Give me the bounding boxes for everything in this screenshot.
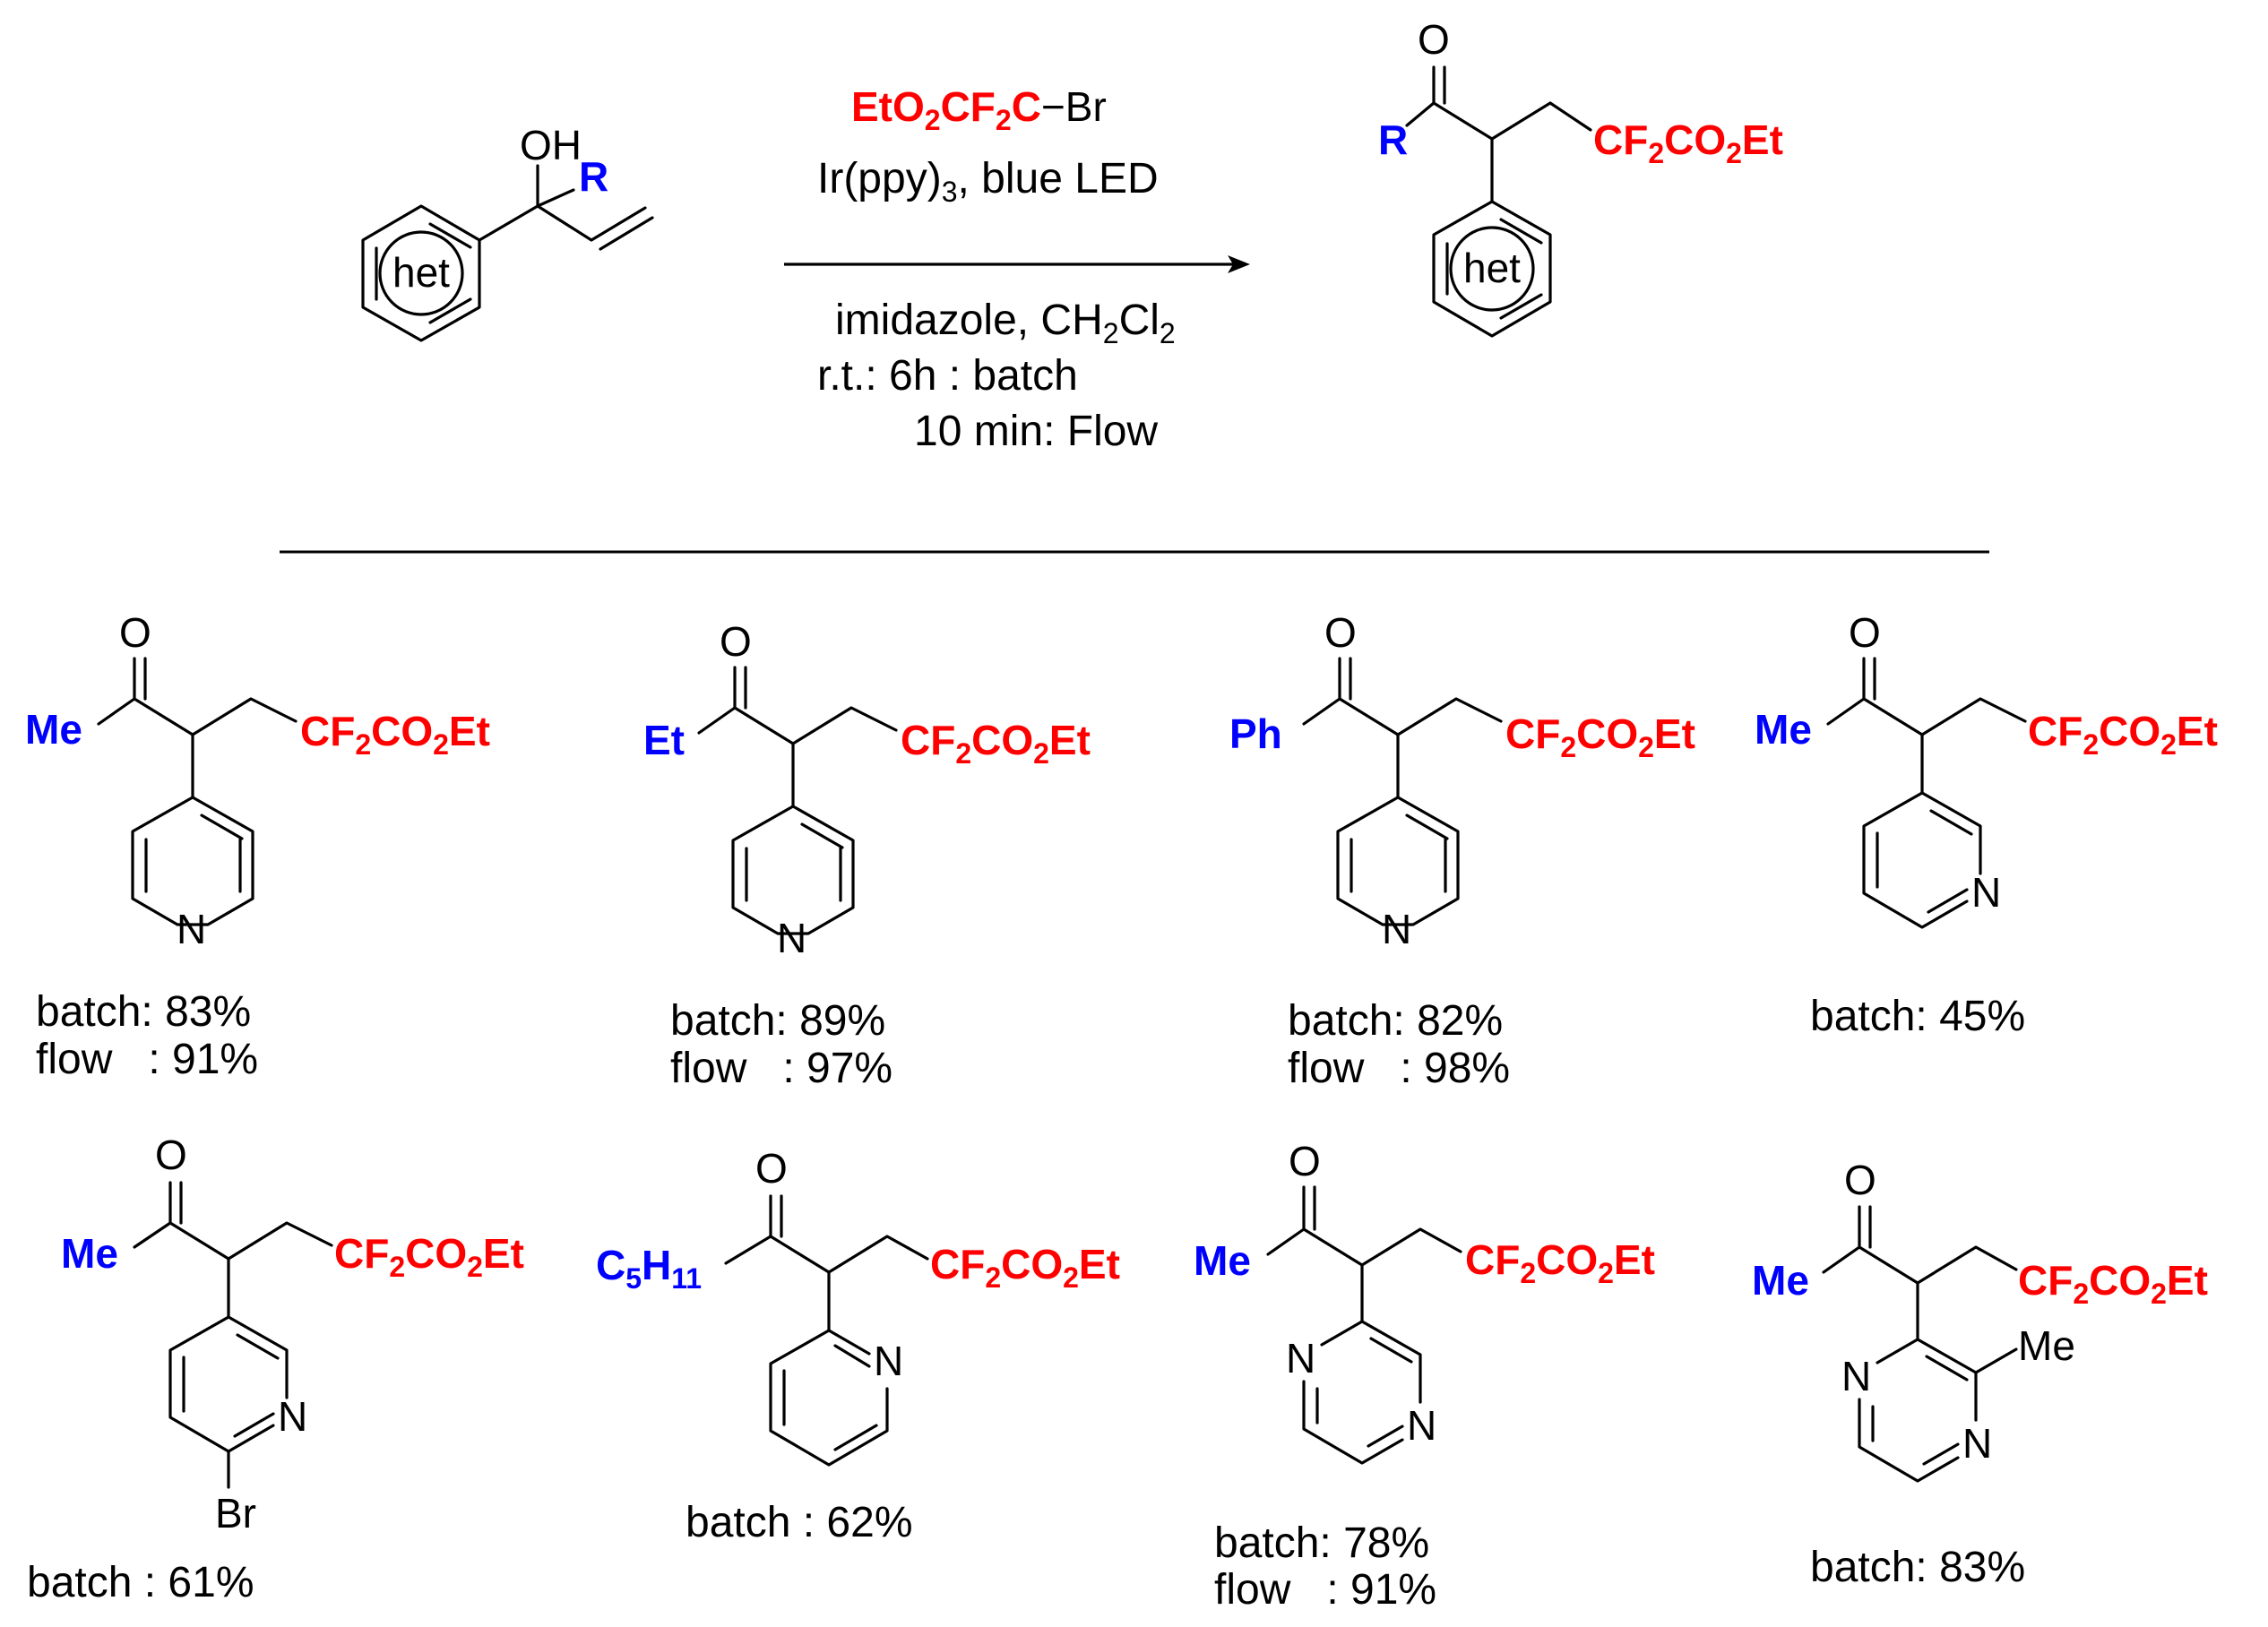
product-general: R O CF2CO2Et het <box>1378 16 1783 338</box>
example-2: Et O CF2CO2Et N batch: 89% flow : 97% <box>643 618 1091 1092</box>
example-7-ester: CF2CO2Et <box>1465 1236 1655 1289</box>
example-4-nitrogen: N <box>1971 869 2001 916</box>
example-7-oxygen: O <box>1289 1138 1321 1184</box>
conditions-line-3: 10 min: Flow <box>914 408 1158 455</box>
example-4-yield-batch: batch: 45% <box>1810 993 2025 1040</box>
r-group-label: R <box>579 153 608 200</box>
example-5-bromine: Br <box>215 1490 256 1537</box>
example-3-r: Ph <box>1229 710 1282 757</box>
example-4: Me O CF2CO2Et N batch: 45% <box>1755 609 2218 1040</box>
example-2-yield-flow: flow : 97% <box>670 1045 893 1092</box>
example-7-yield-flow: flow : 91% <box>1214 1566 1436 1614</box>
example-5-nitrogen: N <box>278 1393 307 1440</box>
example-2-oxygen: O <box>720 618 752 665</box>
example-6-r: C5H11 <box>596 1242 702 1295</box>
example-7-nitrogen-1: N <box>1286 1335 1315 1382</box>
example-1-yield-batch: batch: 83% <box>36 988 251 1036</box>
example-2-yield-batch: batch: 89% <box>670 997 885 1045</box>
example-1: Me O CF2CO2Et N batch: 83% flow : 91% <box>25 609 490 1083</box>
example-2-nitrogen: N <box>777 915 806 961</box>
example-8-nitrogen-1: N <box>1841 1353 1871 1399</box>
example-3-yield-flow: flow : 98% <box>1288 1045 1510 1092</box>
reaction-conditions: EtO2CF2C−Br Ir(ppy)3, blue LED imidazole… <box>784 83 1250 455</box>
conditions-line-1: imidazole, CH2Cl2 <box>835 297 1176 349</box>
example-1-yield-flow: flow : 91% <box>36 1036 258 1083</box>
example-8-methyl: Me <box>2018 1322 2075 1369</box>
catalyst-line: Ir(ppy)3, blue LED <box>817 155 1159 208</box>
example-8: Me O CF2CO2Et Me N N batch: 83% <box>1752 1157 2208 1591</box>
example-1-ester: CF2CO2Et <box>300 708 490 761</box>
example-3-nitrogen: N <box>1382 906 1411 952</box>
example-1-r: Me <box>25 706 82 753</box>
example-8-oxygen: O <box>1844 1157 1876 1203</box>
example-5-ester: CF2CO2Et <box>334 1230 524 1283</box>
conditions-line-2: r.t.: 6h : batch <box>817 352 1078 400</box>
product-het-label: het <box>1463 245 1521 291</box>
product-r-label: R <box>1378 116 1408 163</box>
example-1-oxygen: O <box>119 609 151 656</box>
example-5: Me O CF2CO2Et N Br batch : 61% <box>27 1132 524 1606</box>
example-1-nitrogen: N <box>177 906 206 952</box>
example-6: C5H11 O CF2CO2Et N batch : 62% <box>596 1145 1120 1546</box>
het-ring-circle <box>378 230 464 316</box>
example-8-yield-batch: batch: 83% <box>1810 1544 2025 1591</box>
example-8-r: Me <box>1752 1257 1809 1304</box>
example-5-r: Me <box>61 1230 118 1277</box>
example-6-ester: CF2CO2Et <box>930 1241 1120 1294</box>
example-7-r: Me <box>1194 1237 1251 1284</box>
example-7: Me O CF2CO2Et N N batch: 78% flow : 91% <box>1194 1138 1655 1614</box>
example-3-oxygen: O <box>1324 609 1357 656</box>
example-5-yield-batch: batch : 61% <box>27 1559 254 1606</box>
example-5-oxygen: O <box>155 1132 187 1178</box>
example-3-yield-batch: batch: 82% <box>1288 997 1503 1045</box>
starting-material: het OH R <box>361 122 654 342</box>
example-6-oxygen: O <box>755 1145 788 1192</box>
product-het-circle <box>1449 226 1535 312</box>
example-8-nitrogen-2: N <box>1962 1420 1992 1467</box>
arrow-head <box>1228 255 1250 273</box>
example-3: Ph O CF2CO2Et N batch: 82% flow : 98% <box>1229 609 1695 1092</box>
example-6-yield-batch: batch : 62% <box>686 1499 913 1546</box>
het-label: het <box>392 249 450 296</box>
example-2-r: Et <box>643 717 685 763</box>
example-6-nitrogen: N <box>874 1338 903 1384</box>
example-8-ester: CF2CO2Et <box>2018 1257 2208 1310</box>
example-4-ester: CF2CO2Et <box>2028 708 2218 761</box>
product-oxygen: O <box>1418 16 1450 63</box>
product-ester-group: CF2CO2Et <box>1593 116 1783 169</box>
example-7-nitrogen-2: N <box>1407 1402 1436 1449</box>
reagent-formula: EtO2CF2C−Br <box>851 83 1107 136</box>
example-2-ester: CF2CO2Et <box>901 717 1091 770</box>
example-4-r: Me <box>1755 706 1812 753</box>
example-3-ester: CF2CO2Et <box>1505 710 1695 763</box>
example-4-oxygen: O <box>1849 609 1881 656</box>
example-7-yield-batch: batch: 78% <box>1214 1519 1429 1567</box>
hydroxyl-label: OH <box>520 122 582 168</box>
